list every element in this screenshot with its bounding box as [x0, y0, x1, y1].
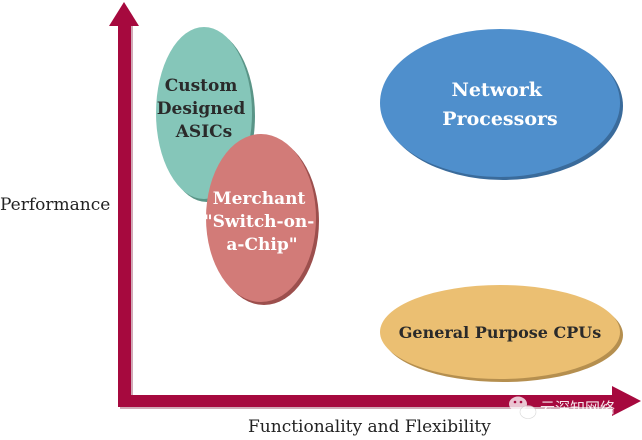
x-axis-shaft [118, 395, 614, 407]
y-axis-label: Performance [0, 195, 110, 215]
watermark: 云深知网络 [509, 396, 615, 419]
custom-asics-label-2: Designed [157, 99, 246, 119]
y-axis [109, 2, 139, 407]
custom-asics-label-3: ASICs [175, 122, 233, 142]
custom-asics-label-1: Custom [165, 76, 238, 96]
merchant-soc-ellipse [206, 134, 316, 302]
node-network-processors: Network Processors [380, 29, 623, 180]
svg-text:Network Processors: Network Processors [442, 79, 557, 130]
svg-text:Merchant "Switch-on-: Merchant "Switch-on- a-Chip" [204, 189, 321, 255]
svg-text:General Purpose CPUs: General Purpose CPUs [399, 323, 602, 342]
x-axis [118, 386, 641, 416]
x-axis-arrowhead [612, 386, 641, 416]
watermark-text: 云深知网络 [540, 399, 615, 417]
node-merchant-soc: Merchant "Switch-on- a-Chip" [204, 134, 321, 305]
node-general-cpus: General Purpose CPUs [380, 285, 623, 382]
network-processors-label-1: Network [451, 79, 542, 101]
merchant-soc-label-3: a-Chip" [226, 235, 297, 255]
merchant-soc-label-1: Merchant [213, 189, 306, 209]
network-processors-label-2: Processors [442, 108, 557, 130]
svg-text:Custom Designed AS: Custom Designed ASICs [157, 76, 251, 142]
general-cpus-label: General Purpose CPUs [399, 323, 602, 342]
x-axis-label: Functionality and Flexibility [248, 417, 491, 437]
general-cpus-ellipse [380, 285, 620, 379]
merchant-soc-label-2: "Switch-on- [204, 212, 315, 232]
wechat-icon [509, 396, 537, 419]
y-axis-arrowhead [109, 2, 139, 26]
network-processors-ellipse [380, 29, 620, 177]
y-axis-shaft [118, 24, 131, 407]
